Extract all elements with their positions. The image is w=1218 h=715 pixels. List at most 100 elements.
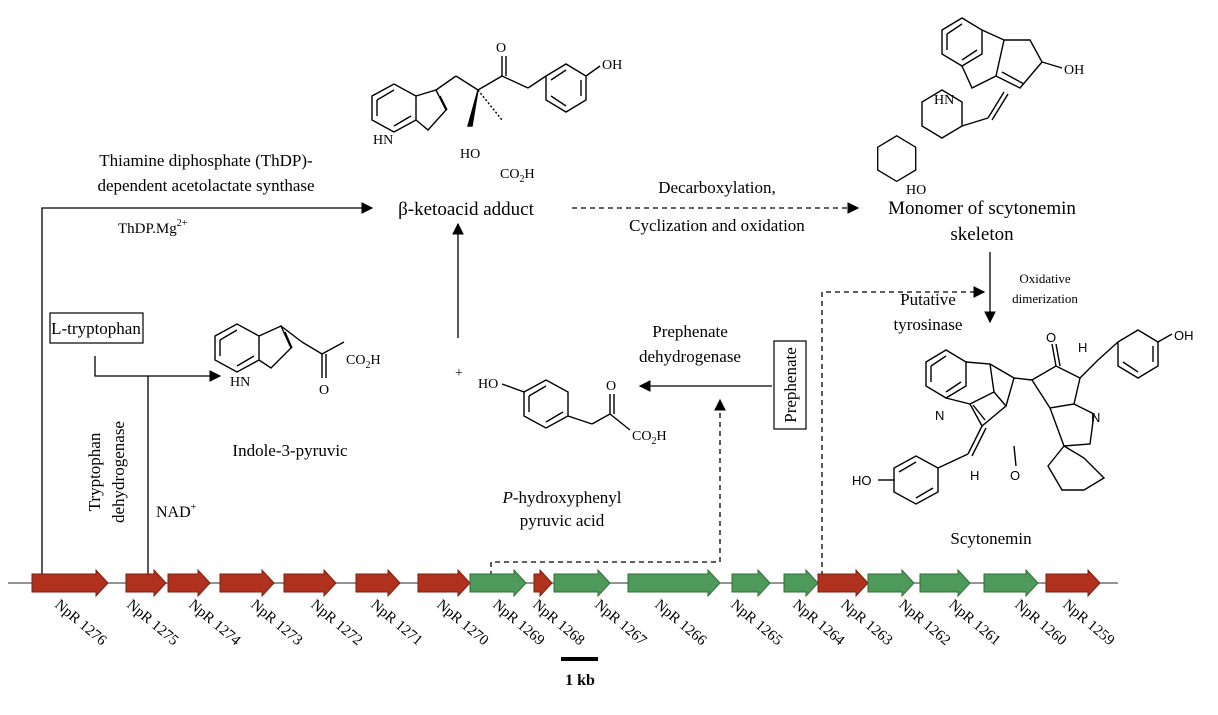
- prephenate-label-group: Prephenate: [781, 347, 800, 423]
- svg-text:HO: HO: [460, 147, 480, 162]
- monomer-label-1: Monomer of scytonemin: [888, 198, 1076, 219]
- gene-arrow-npr1271: [355, 568, 401, 598]
- gene-arrow-npr1269: [469, 568, 527, 598]
- svg-text:CO2H: CO2H: [632, 429, 667, 447]
- gene-label-npr1273: NpR 1273: [247, 597, 305, 649]
- oxidative-label-1: Oxidative: [1019, 271, 1070, 286]
- nad-label: NAD+: [156, 502, 197, 521]
- structure-monomer-text: HN OH HO: [906, 63, 1084, 198]
- structure-ketoacid-text: HN HO O OH CO2H: [373, 41, 622, 185]
- arrow-gene1263-to-dimerization: [821, 286, 986, 576]
- structure-scytonemin: [878, 329, 1173, 505]
- prephenate-label: Prephenate: [781, 347, 800, 423]
- gene-arrow-npr1261: [919, 568, 971, 598]
- gene-arrow-npr1259: [1045, 568, 1101, 598]
- enzyme-thdp-label-2: dependent acetolactate synthase: [97, 176, 314, 195]
- step-decarb-label-1: Decarboxylation,: [658, 178, 776, 197]
- structure-ketoacid: [371, 56, 601, 133]
- arrow-trp-to-indole: [94, 356, 222, 382]
- gene-label-npr1264: NpR 1264: [789, 597, 847, 649]
- hpp-label-1: P-hydroxyphenyl: [502, 488, 622, 507]
- gene-arrow-npr1267: [553, 568, 611, 598]
- structure-indole-pyruvic: [214, 323, 345, 378]
- svg-text:HO: HO: [852, 473, 872, 488]
- monomer-label-2: skeleton: [950, 224, 1014, 245]
- prephenate-box: [773, 340, 807, 430]
- gene-arrow-npr1274: [167, 568, 211, 598]
- structure-hpp: [501, 379, 631, 431]
- plus-sign: +: [455, 366, 463, 381]
- structure-indole-pyruvic-text: HN O CO2H: [230, 353, 381, 398]
- cofactor-thdp-label: ThDP.Mg2+: [118, 218, 188, 237]
- gene-arrow-npr1266: [627, 568, 721, 598]
- scale-bar-label: 1 kb: [565, 672, 595, 689]
- svg-text:H: H: [1078, 340, 1087, 355]
- structure-monomer: [877, 17, 1063, 183]
- svg-text:O: O: [319, 383, 329, 398]
- svg-text:HN: HN: [934, 93, 954, 108]
- svg-text:N: N: [1091, 410, 1100, 425]
- svg-text:N: N: [935, 408, 944, 423]
- gene-label-npr1263: NpR 1263: [837, 597, 895, 649]
- svg-text:Tryptophan: Tryptophan: [85, 432, 104, 511]
- svg-text:HO: HO: [478, 377, 498, 392]
- svg-text:OH: OH: [1174, 328, 1194, 343]
- structure-hpp-text: HO O CO2H: [478, 377, 667, 447]
- svg-text:CO2H: CO2H: [500, 167, 535, 185]
- labels: Thiamine diphosphate (ThDP)- dependent a…: [49, 151, 1078, 689]
- gene-label-npr1272: NpR 1272: [307, 597, 365, 649]
- trp-dehydrogenase-label: Tryptophan dehydrogenase: [85, 421, 128, 523]
- gene-label-npr1271: NpR 1271: [367, 597, 425, 649]
- gene-arrow-npr1276: [31, 568, 109, 598]
- svg-text:HO: HO: [906, 183, 926, 198]
- svg-text:HN: HN: [230, 375, 250, 390]
- svg-text:O: O: [496, 41, 506, 56]
- svg-text:O: O: [1046, 330, 1056, 345]
- oxidative-label-2: dimerization: [1012, 291, 1078, 306]
- svg-text:OH: OH: [1064, 63, 1084, 78]
- gene-label-npr1265: NpR 1265: [727, 597, 785, 649]
- gene-arrow-npr1275: [125, 568, 167, 598]
- gene-label-npr1274: NpR 1274: [185, 597, 243, 649]
- gene-arrow-npr1263: [817, 568, 869, 598]
- l-tryptophan-box: [49, 312, 144, 344]
- svg-text:dehydrogenase: dehydrogenase: [109, 421, 128, 523]
- hpp-label-2: pyruvic acid: [520, 511, 605, 530]
- structure-scytonemin-text: N N O O H H OH HO: [852, 328, 1194, 488]
- gene-arrow-npr1268: [533, 568, 553, 598]
- gene-arrow-npr1264: [783, 568, 819, 598]
- beta-ketoacid-label: β-ketoacid adduct: [398, 199, 534, 220]
- prephenate-dh-label-1: Prephenate: [652, 322, 728, 341]
- svg-text:H: H: [970, 468, 979, 483]
- svg-text:O: O: [1010, 468, 1020, 483]
- indole-pyruvic-label: Indole-3-pyruvic: [232, 441, 348, 460]
- svg-text:CO2H: CO2H: [346, 353, 381, 371]
- enzyme-thdp-label-1: Thiamine diphosphate (ThDP)-: [99, 151, 313, 170]
- gene-label-npr1259: NpR 1259: [1059, 597, 1117, 649]
- gene-label-npr1276: NpR 1276: [51, 597, 109, 649]
- svg-text:OH: OH: [602, 58, 622, 73]
- svg-text:O: O: [606, 379, 616, 394]
- tyrosinase-label-2: tyrosinase: [894, 315, 963, 334]
- prephenate-dh-label-2: dehydrogenase: [639, 347, 741, 366]
- gene-label-npr1262: NpR 1262: [895, 597, 953, 649]
- gene-arrow-npr1260: [983, 568, 1039, 598]
- l-tryptophan-label: L-tryptophan: [51, 319, 141, 338]
- svg-text:HN: HN: [373, 133, 393, 148]
- gene-label-npr1275: NpR 1275: [123, 597, 181, 649]
- arrow-gene1269-to-prephenate: [490, 398, 726, 576]
- scytonemin-label: Scytonemin: [950, 529, 1032, 548]
- gene-label-npr1261: NpR 1261: [945, 597, 1003, 649]
- gene-label-npr1267: NpR 1267: [591, 597, 649, 649]
- gene-arrow-npr1262: [867, 568, 915, 598]
- gene-label-npr1260: NpR 1260: [1011, 597, 1069, 649]
- gene-arrow-npr1270: [417, 568, 471, 598]
- gene-arrow-npr1265: [731, 568, 771, 598]
- arrow-thdp-to-ketoacid: [41, 202, 374, 578]
- step-decarb-label-2: Cyclization and oxidation: [629, 216, 805, 235]
- gene-arrow-npr1272: [283, 568, 337, 598]
- tyrosinase-label-1: Putative: [900, 290, 956, 309]
